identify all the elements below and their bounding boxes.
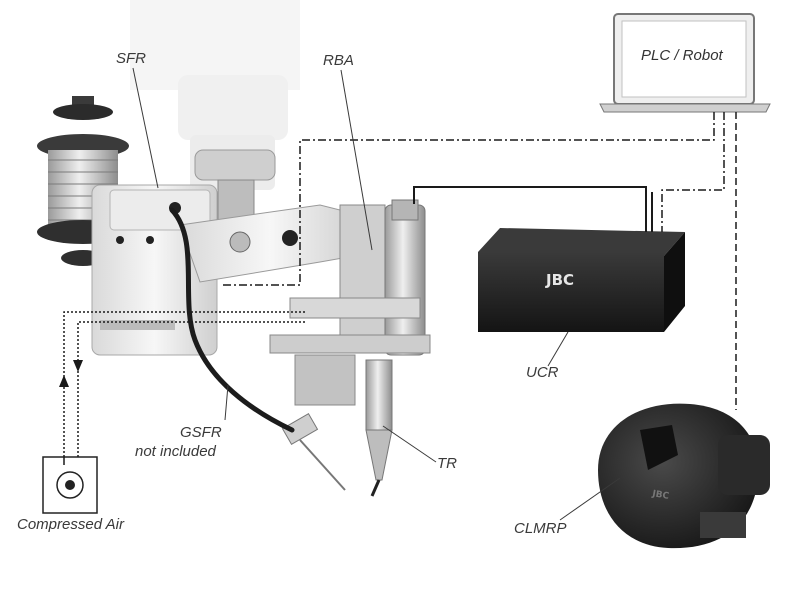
label-clmrp: CLMRP [514, 520, 567, 537]
soldering-head-icon [269, 199, 431, 497]
label-plc-robot: PLC / Robot [641, 47, 723, 64]
gsfr-cable [169, 207, 295, 433]
compressed-air-icon [42, 456, 98, 514]
label-compressed-air: Compressed Air [17, 516, 124, 533]
leader-lines [132, 67, 621, 521]
control-unit-icon [478, 228, 685, 332]
mounting-arm [179, 204, 361, 283]
label-rba: RBA [323, 52, 354, 69]
label-ucr: UCR [526, 364, 559, 381]
label-tr: TR [437, 455, 457, 472]
label-sfr: SFR [116, 50, 146, 67]
camera-brand-logo: JBC [650, 489, 670, 502]
robot-arm-background [130, 0, 300, 190]
connection-lines [63, 112, 737, 465]
label-gsfr: GSFR [180, 424, 222, 441]
laptop-icon [599, 13, 771, 113]
label-gsfr-note: not included [135, 443, 216, 460]
air-arrow-down [73, 360, 83, 372]
air-arrow-up [59, 375, 69, 387]
ucr-brand-logo: JBC [545, 271, 574, 289]
camera-icon [598, 403, 770, 549]
